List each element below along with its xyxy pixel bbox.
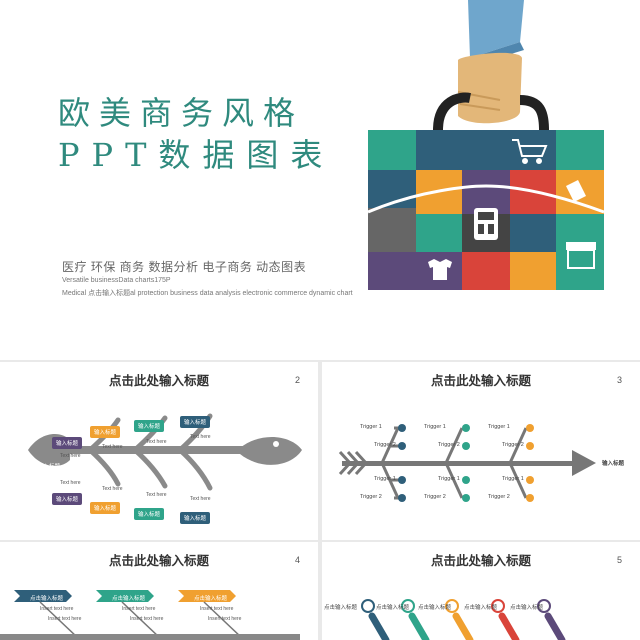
step-label: 点击输入标题 (30, 596, 64, 602)
text-here: Text here (102, 486, 123, 492)
slide-number: 2 (294, 375, 300, 385)
text-here: Text here (190, 434, 211, 440)
slide-thumbnail-2[interactable]: 点击此处输入标题 2 输入标题 输入标题 输入标题 输入标题 输入标题 输入标题… (0, 362, 318, 540)
sleeve-shape (468, 0, 524, 58)
label-box: 输入标题 (52, 493, 83, 505)
insert-text: Insert text here (122, 606, 156, 612)
step-label: 点击输入标题 (376, 605, 410, 611)
cover-title-line1: 欧美商务风格 (58, 94, 305, 132)
step-icons-diagram (361, 599, 566, 640)
trigger-label: Trigger 2 (424, 494, 446, 500)
trigger-label: Trigger 1 (438, 476, 460, 482)
label-box: 输入标题 (134, 420, 165, 432)
step-label: 点击输入标题 (418, 605, 452, 611)
label-box: 输入标题 (90, 502, 121, 514)
trigger-label: Trigger 1 (488, 424, 510, 430)
slide-thumbnail-5[interactable]: 点击此处输入标题 5 点击输入标题 点击输入标题 点击输入标题 点击输入标题 点… (322, 542, 640, 640)
trigger-label: Trigger 2 (488, 494, 510, 500)
slide-title: 点击此处输入标题 (430, 554, 531, 568)
trigger-label: Trigger 1 (360, 424, 382, 430)
label-box: 输入标题 (90, 426, 121, 438)
cart-icon (512, 139, 548, 164)
label-box: 输入标题 (134, 508, 165, 520)
step-label: 点击输入标题 (464, 605, 498, 611)
trigger-arrow-diagram (338, 424, 596, 502)
text-here: Text here (60, 453, 81, 459)
trigger-label: Trigger 2 (438, 442, 460, 448)
text-here: Text here (60, 480, 81, 486)
cover-subtitle-en1: Versatile businessData charts175P (62, 277, 171, 284)
step-label: 点击输入标题 (194, 596, 228, 602)
slide-thumbnail-3[interactable]: 点击此处输入标题 3 输入标题 Trigger 1 Trigger 2 Trig… (322, 362, 640, 540)
cover-slide[interactable]: 欧美商务风格 PPT数据图表 医疗 环保 商务 数据分析 电子商务 动态图表 V… (0, 0, 640, 360)
insert-text: Insert text here (208, 616, 242, 622)
trigger-label: Trigger 2 (374, 442, 396, 448)
slide-title: 点击此处输入标题 (430, 374, 531, 388)
arrow-label: 输入标题 (602, 461, 625, 467)
arrow-fishbone-diagram (0, 590, 300, 640)
insert-text: Insert text here (40, 606, 74, 612)
step-label: 点击输入标题 (324, 605, 358, 611)
insert-text: Insert text here (48, 616, 82, 622)
slide-number: 5 (616, 555, 622, 565)
trigger-label: Trigger 2 (502, 442, 524, 448)
slide-number: 4 (294, 555, 300, 565)
trigger-label: Trigger 2 (360, 494, 382, 500)
store-icon (566, 242, 596, 269)
briefcase-handle (433, 92, 549, 131)
briefcase-illustration (367, 0, 605, 290)
text-here: Text here (146, 439, 167, 445)
insert-text: Insert text here (200, 606, 234, 612)
cover-tags: 医疗 环保 商务 数据分析 电子商务 动态图表 (62, 260, 307, 274)
label-box: 输入标题 (180, 512, 211, 524)
cover-title-line2: PPT数据图表 (58, 136, 335, 174)
step-label: 点击输入标题 (112, 596, 146, 602)
insert-text: Insert text here (130, 616, 164, 622)
slide-title: 点击此处输入标题 (108, 374, 209, 388)
hand-shape (458, 52, 522, 124)
trigger-label: Trigger 1 (374, 476, 396, 482)
text-here: Text here (146, 492, 167, 498)
fish-head-label: 输入标题 (38, 464, 61, 470)
slide-number: 3 (616, 375, 622, 385)
text-here: Text here (102, 444, 123, 450)
slide-thumbnail-4[interactable]: 点击此处输入标题 4 点击输入标题 点击输入标题 点击输入标题 Insert t… (0, 542, 318, 640)
label-box: 输入标题 (180, 416, 211, 428)
tshirt-icon (428, 259, 452, 280)
trigger-label: Trigger 1 (424, 424, 446, 430)
step-label: 点击输入标题 (510, 605, 544, 611)
cover-subtitle-en2: Medical 点击输入标题al protection business dat… (62, 290, 353, 297)
text-here: Text here (190, 496, 211, 502)
slide-title: 点击此处输入标题 (108, 554, 209, 568)
label-box: 输入标题 (52, 437, 83, 449)
trigger-label: Trigger 1 (502, 476, 524, 482)
price-tag-icon (566, 180, 586, 202)
